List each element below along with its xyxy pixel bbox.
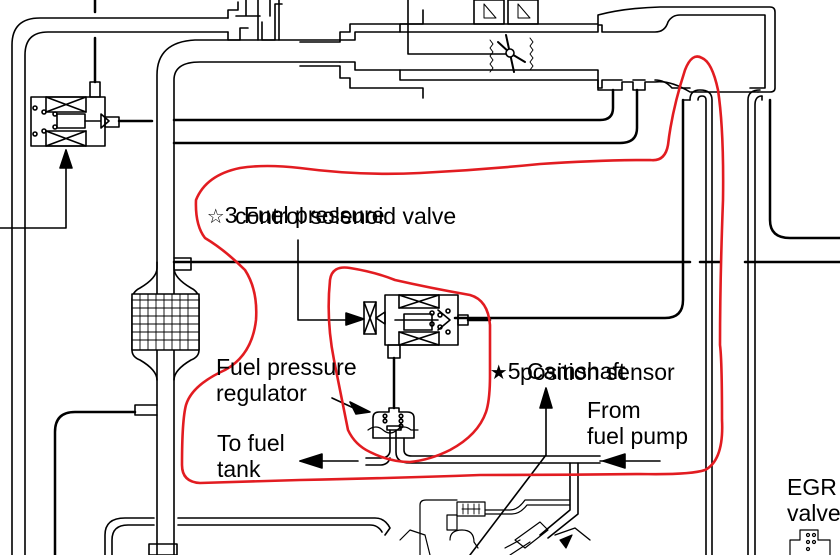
left-vacuum-hose (11, 17, 229, 555)
from-pump-label-line2: fuel pump (587, 423, 689, 449)
to-tank-label-line1: To fuel (217, 430, 285, 456)
cmp-label-line1: 5 Camshaft (507, 358, 626, 384)
cmp-leader-arrow (469, 387, 553, 555)
to-tank-label-line2: tank (217, 456, 261, 482)
fpcsv-leader-arrow (297, 239, 492, 326)
egr-label-line1: EGR (787, 474, 837, 500)
red-annotation-outline (180, 55, 725, 485)
throttle-body (299, 0, 776, 99)
fpcsv-label-line1: 3 Fuel pressure (224, 202, 385, 228)
throttle-top-fitting (227, 0, 283, 41)
right-vertical-pipes (682, 89, 763, 555)
cmp-label: ★5 Camshaft (477, 334, 626, 386)
charcoal-filter (131, 257, 200, 416)
fuel-pressure-control-solenoid-valve (363, 294, 469, 410)
bottom-hose (104, 517, 391, 555)
fuel-pressure-regulator (331, 397, 601, 466)
fpr-label-line1: Fuel pressure (216, 354, 357, 380)
from-pump-label-line1: From (587, 397, 641, 423)
fuel-flow-arrows (299, 453, 661, 539)
cmp-star-icon: ★ (489, 362, 508, 384)
left-solenoid-valve (30, 0, 154, 147)
lower-left-hose (53, 410, 137, 555)
fpr-label-line2: regulator (216, 380, 307, 406)
cmp-label-line2: position sensor (520, 359, 675, 385)
fpcsv-label: ☆3 Fuel pressure (194, 178, 385, 230)
bottom-engine-components (399, 499, 591, 555)
fpcsv-star-icon: ☆ (206, 206, 225, 228)
central-vacuum-pipe (156, 39, 341, 555)
throttle-valve-plate (489, 34, 534, 73)
egr-label-line2: valve (787, 500, 840, 526)
egr-valve (789, 529, 831, 555)
fpcsv-label-line2: control solenoid valve (235, 203, 457, 229)
left-valve-arrow (0, 149, 73, 229)
throttle-hoses (172, 88, 840, 320)
